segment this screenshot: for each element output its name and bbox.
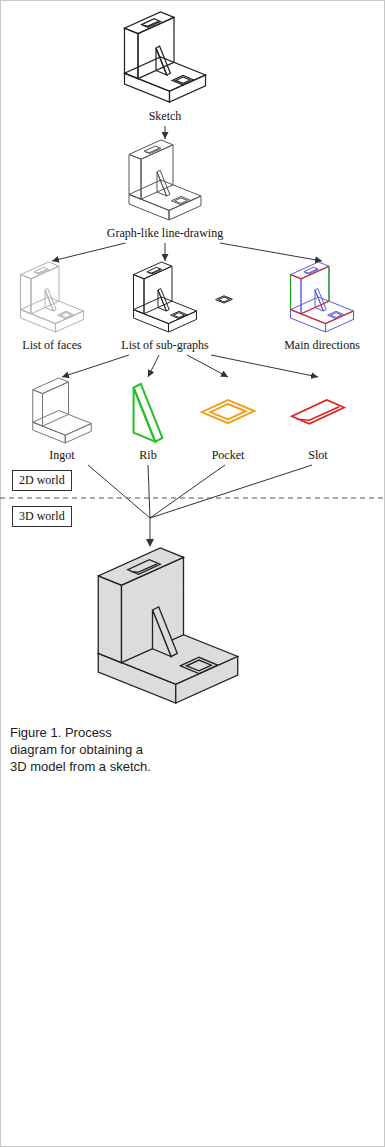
node-label: Ingot — [30, 448, 95, 463]
pocket-drawing — [202, 400, 255, 423]
sketch-drawing — [125, 12, 206, 102]
flow-arrow — [52, 243, 125, 261]
world-box: 3D world — [12, 506, 72, 527]
process-node: List of faces — [17, 262, 87, 353]
node-label: 2D world — [19, 473, 65, 488]
merge-arrowhead — [146, 539, 154, 547]
process-node: Slot — [288, 378, 348, 463]
node-label: Main directions — [282, 338, 362, 353]
process-node: Sketch — [120, 12, 210, 124]
node-label: Rib — [119, 448, 177, 463]
process-node: List of sub-graphs — [119, 262, 211, 353]
slot-drawing — [292, 400, 345, 424]
direction-lines — [291, 266, 354, 332]
process-node: Pocket — [198, 378, 258, 463]
faces-drawing — [21, 262, 84, 332]
world-divider — [0, 498, 385, 499]
node-label: Pocket — [198, 448, 258, 463]
node-label: List of sub-graphs — [119, 338, 211, 353]
flow-arrow — [148, 355, 159, 377]
node-label: Graph-like line-drawing — [105, 226, 226, 241]
flow-arrow — [165, 126, 166, 139]
world-box: 2D world — [12, 470, 72, 491]
node-label: Sketch — [120, 109, 210, 124]
flow-arrow — [211, 355, 318, 377]
solid-model — [98, 548, 238, 703]
rib-drawing — [134, 384, 163, 442]
subgraph-piece — [216, 296, 233, 303]
flow-arrow — [187, 355, 228, 377]
subgraphs-drawing — [134, 262, 197, 332]
process-node: Main directions — [282, 262, 362, 353]
process-node: Rib — [119, 378, 177, 463]
merge-lines — [88, 465, 312, 540]
ingot-drawing — [33, 378, 92, 443]
flow-arrow — [220, 243, 322, 261]
directions-drawing — [291, 262, 354, 332]
line-drawing — [129, 140, 201, 220]
node-label: Slot — [288, 448, 348, 463]
flow-arrow — [62, 355, 129, 377]
process-node: Graph-like line-drawing — [105, 140, 226, 241]
flow-arrow — [165, 243, 166, 261]
process-node: Ingot — [30, 378, 95, 463]
figure-caption: Figure 1. Process diagram for obtaining … — [10, 724, 155, 775]
node-label: 3D world — [19, 509, 65, 524]
node-label: List of faces — [17, 338, 87, 353]
